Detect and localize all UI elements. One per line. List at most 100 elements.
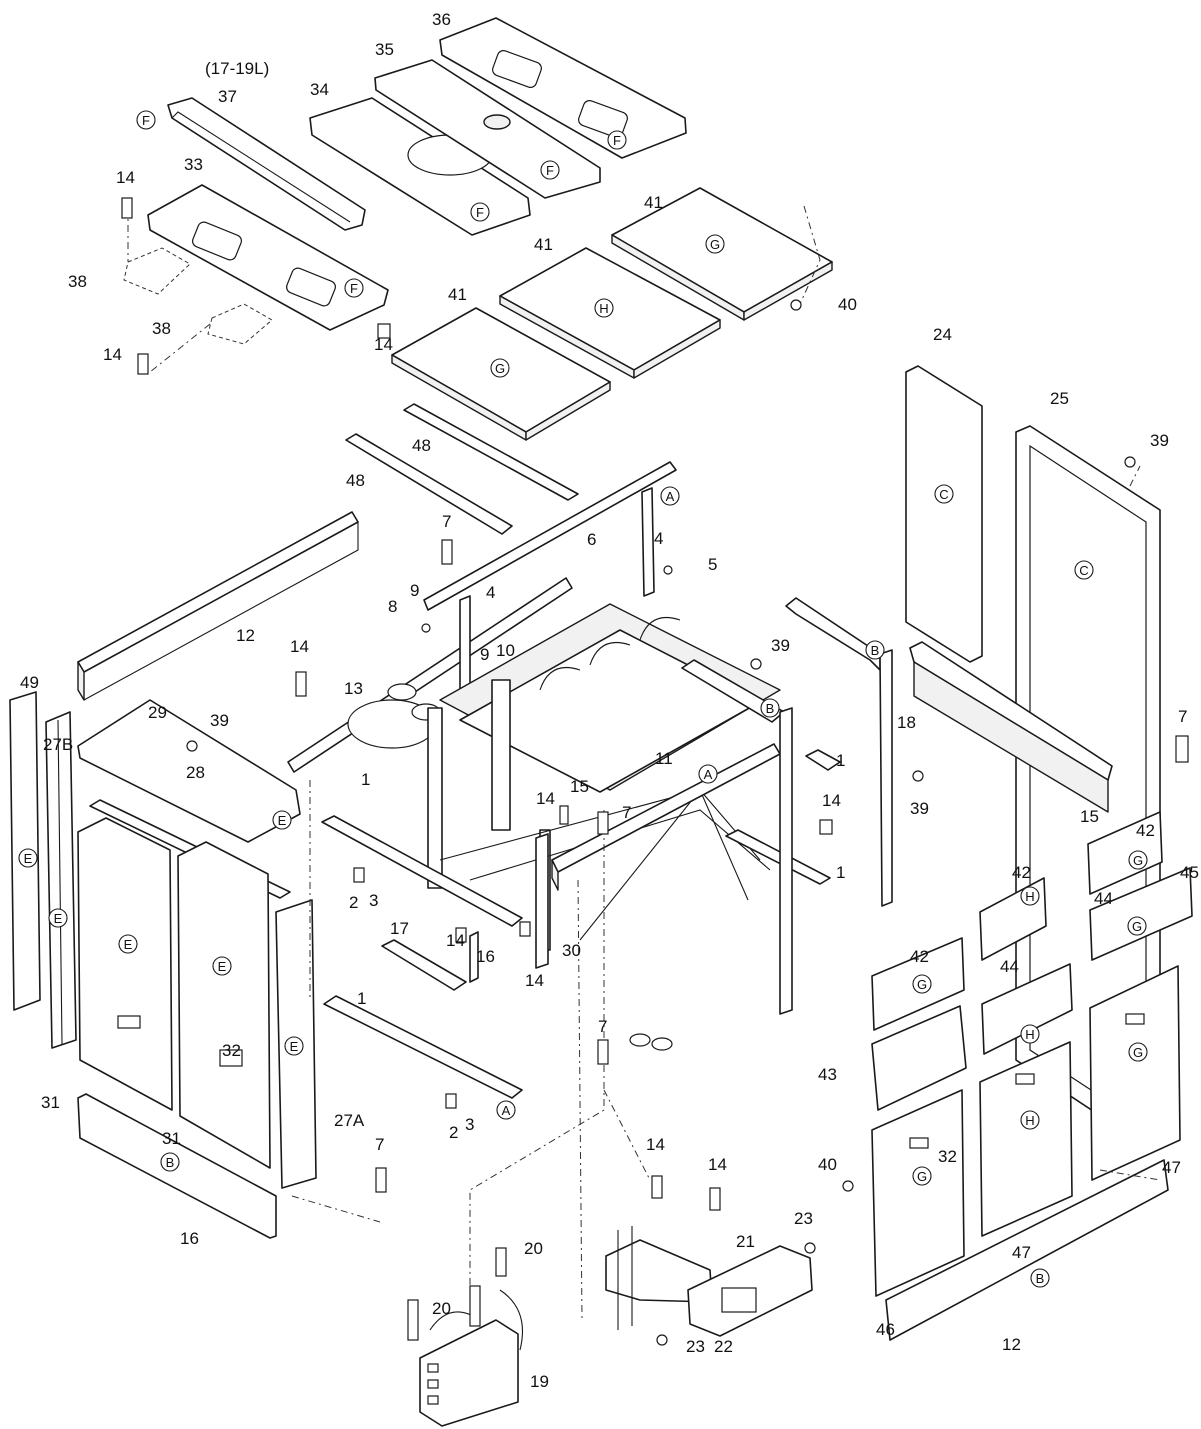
screw-20 <box>469 1285 481 1327</box>
zone-bubble-circle <box>1020 1110 1040 1130</box>
callout-number: 16 <box>476 947 495 966</box>
part-16-bracket <box>469 931 479 983</box>
part-1-rails <box>321 749 841 1099</box>
screw-5 <box>663 565 673 575</box>
screw-23 <box>656 1334 668 1346</box>
zone-bubble-e: E <box>48 908 68 928</box>
callout-number: 7 <box>598 1017 607 1036</box>
zone-bubble-letter: H <box>1025 889 1034 904</box>
screw-39 <box>750 658 762 670</box>
part-37-rear-strip <box>167 97 366 231</box>
zone-bubble-letter: B <box>1036 1271 1045 1286</box>
zone-bubble-letter: E <box>54 911 63 926</box>
part-38-brackets <box>123 247 273 345</box>
callout-number: 49 <box>20 673 39 692</box>
zone-bubble-c: C <box>934 484 954 504</box>
zone-bubble-circle <box>48 908 68 928</box>
part-6-top-rail <box>423 461 677 611</box>
part-44-panels <box>981 867 1193 1055</box>
callout-number: 45 <box>1180 863 1199 882</box>
callout-number: 23 <box>686 1337 705 1356</box>
part-36-top-panel <box>439 17 687 159</box>
screw-14 <box>295 671 307 697</box>
part-46-door <box>871 1089 965 1297</box>
zone-bubble-g: G <box>912 974 932 994</box>
part-12-rear-rail <box>77 511 359 701</box>
callout-number: 3 <box>465 1115 474 1134</box>
screw-14 <box>819 819 833 835</box>
callout-number: 4 <box>654 529 663 548</box>
callout-number: 19 <box>530 1372 549 1391</box>
zone-bubble-circle <box>912 974 932 994</box>
part-30-channel <box>535 833 549 969</box>
callout-number: 15 <box>570 777 589 796</box>
zone-bubble-circle <box>1030 1268 1050 1288</box>
zone-bubble-circle <box>160 1152 180 1172</box>
zone-bubble-letter: H <box>1025 1113 1034 1128</box>
zone-bubble-letter: F <box>613 133 621 148</box>
zone-bubble-circle <box>470 202 490 222</box>
zone-bubble-circle <box>1128 1042 1148 1062</box>
callout-number: 41 <box>448 285 467 304</box>
callout-number: 14 <box>374 335 393 354</box>
connector-lines <box>127 205 1161 1321</box>
callout-number: 22 <box>714 1337 733 1356</box>
zone-bubble-a: A <box>496 1100 516 1120</box>
zone-bubble-a: A <box>660 486 680 506</box>
zone-bubble-a: A <box>698 764 718 784</box>
callout-number: 42 <box>1012 863 1031 882</box>
callout-number: 7 <box>622 803 631 822</box>
callout-number: 31 <box>162 1129 181 1148</box>
screw-14 <box>377 323 391 339</box>
zone-bubble-circle <box>760 698 780 718</box>
zone-bubble-circle <box>490 358 510 378</box>
right-side-rail <box>681 659 793 1015</box>
zone-bubble-h: H <box>1020 886 1040 906</box>
screw-39 <box>186 740 198 752</box>
part-18-upright <box>785 597 893 907</box>
callout-number: 35 <box>375 40 394 59</box>
screw-40 <box>790 299 802 311</box>
zone-bubble-circle <box>540 160 560 180</box>
screw-7 <box>375 1167 387 1193</box>
callout-number: 14 <box>646 1135 665 1154</box>
callout-number: 1 <box>836 863 845 882</box>
callout-number: 25 <box>1050 389 1069 408</box>
callout-number: 29 <box>148 703 167 722</box>
callout-number: 30 <box>562 941 581 960</box>
zone-bubble-letter: B <box>766 701 775 716</box>
part-4-post-left <box>459 595 471 695</box>
zone-bubble-letter: G <box>710 237 720 252</box>
zone-bubble-f: F <box>607 130 627 150</box>
callout-number: 4 <box>486 583 495 602</box>
screw-14 <box>455 927 467 943</box>
callout-number: 8 <box>388 597 397 616</box>
zone-bubble-letter: A <box>704 767 713 782</box>
part-31-door-right <box>177 841 271 1169</box>
callout-number: 47 <box>1012 1243 1031 1262</box>
zone-bubble-circle <box>594 298 614 318</box>
zone-bubble-circle <box>912 1166 932 1186</box>
zone-bubble-circle <box>934 484 954 504</box>
zone-bubble-e: E <box>118 934 138 954</box>
zone-bubble-circle <box>660 486 680 506</box>
callout-number: 16 <box>180 1229 199 1248</box>
callout-number: 9 <box>480 645 489 664</box>
callout-number: 39 <box>771 636 790 655</box>
zone-bubble-circle <box>1020 1024 1040 1044</box>
callout-number: 14 <box>103 345 122 364</box>
zone-bubble-letter: E <box>124 937 133 952</box>
header-note: (17-19L) <box>205 59 269 78</box>
screw-23 <box>804 1242 816 1254</box>
callout-number: 36 <box>432 10 451 29</box>
part-48-rails <box>345 403 579 535</box>
callout-number: 39 <box>1150 431 1169 450</box>
zone-bubble-letter: F <box>350 281 358 296</box>
zone-bubble-circle <box>1127 916 1147 936</box>
part-12-kickplate-right <box>885 1159 1169 1341</box>
callout-number: 9 <box>410 581 419 600</box>
screw-20 <box>495 1247 507 1277</box>
screw-7 <box>1175 735 1189 763</box>
